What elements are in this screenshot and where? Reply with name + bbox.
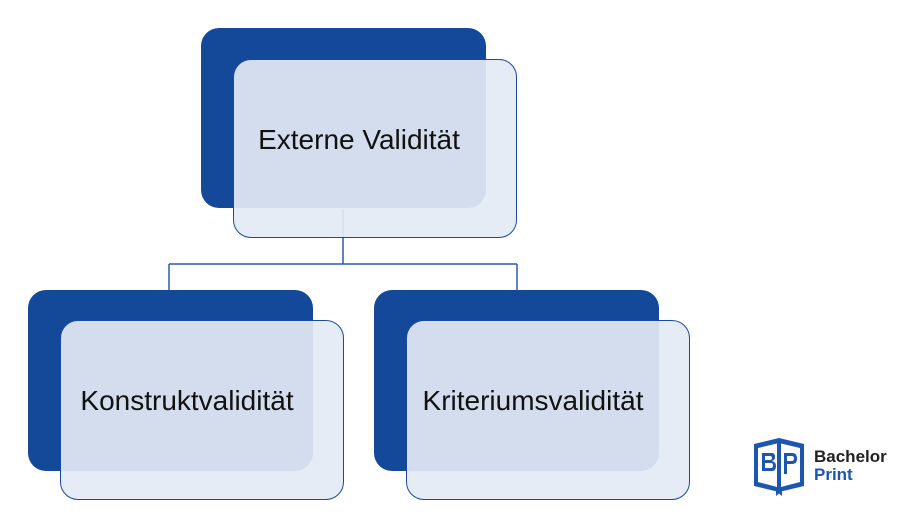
node-label-box: Externe Validität [233,59,517,238]
logo-word-print: Print [814,465,853,484]
logo-wordmark: Bachelor Print [814,448,887,484]
node-label: Konstruktvalidität [80,384,294,416]
book-logo-icon [754,438,804,496]
node-label-box: Konstruktvalidität [60,320,344,500]
bachelorprint-logo: Bachelor Print [750,436,895,496]
node-label: Externe Validität [258,124,460,156]
logo-word-bachelor: Bachelor [814,447,887,467]
node-label: Kriteriumsvalidität [422,384,644,416]
node-label-box: Kriteriumsvalidität [406,320,690,500]
